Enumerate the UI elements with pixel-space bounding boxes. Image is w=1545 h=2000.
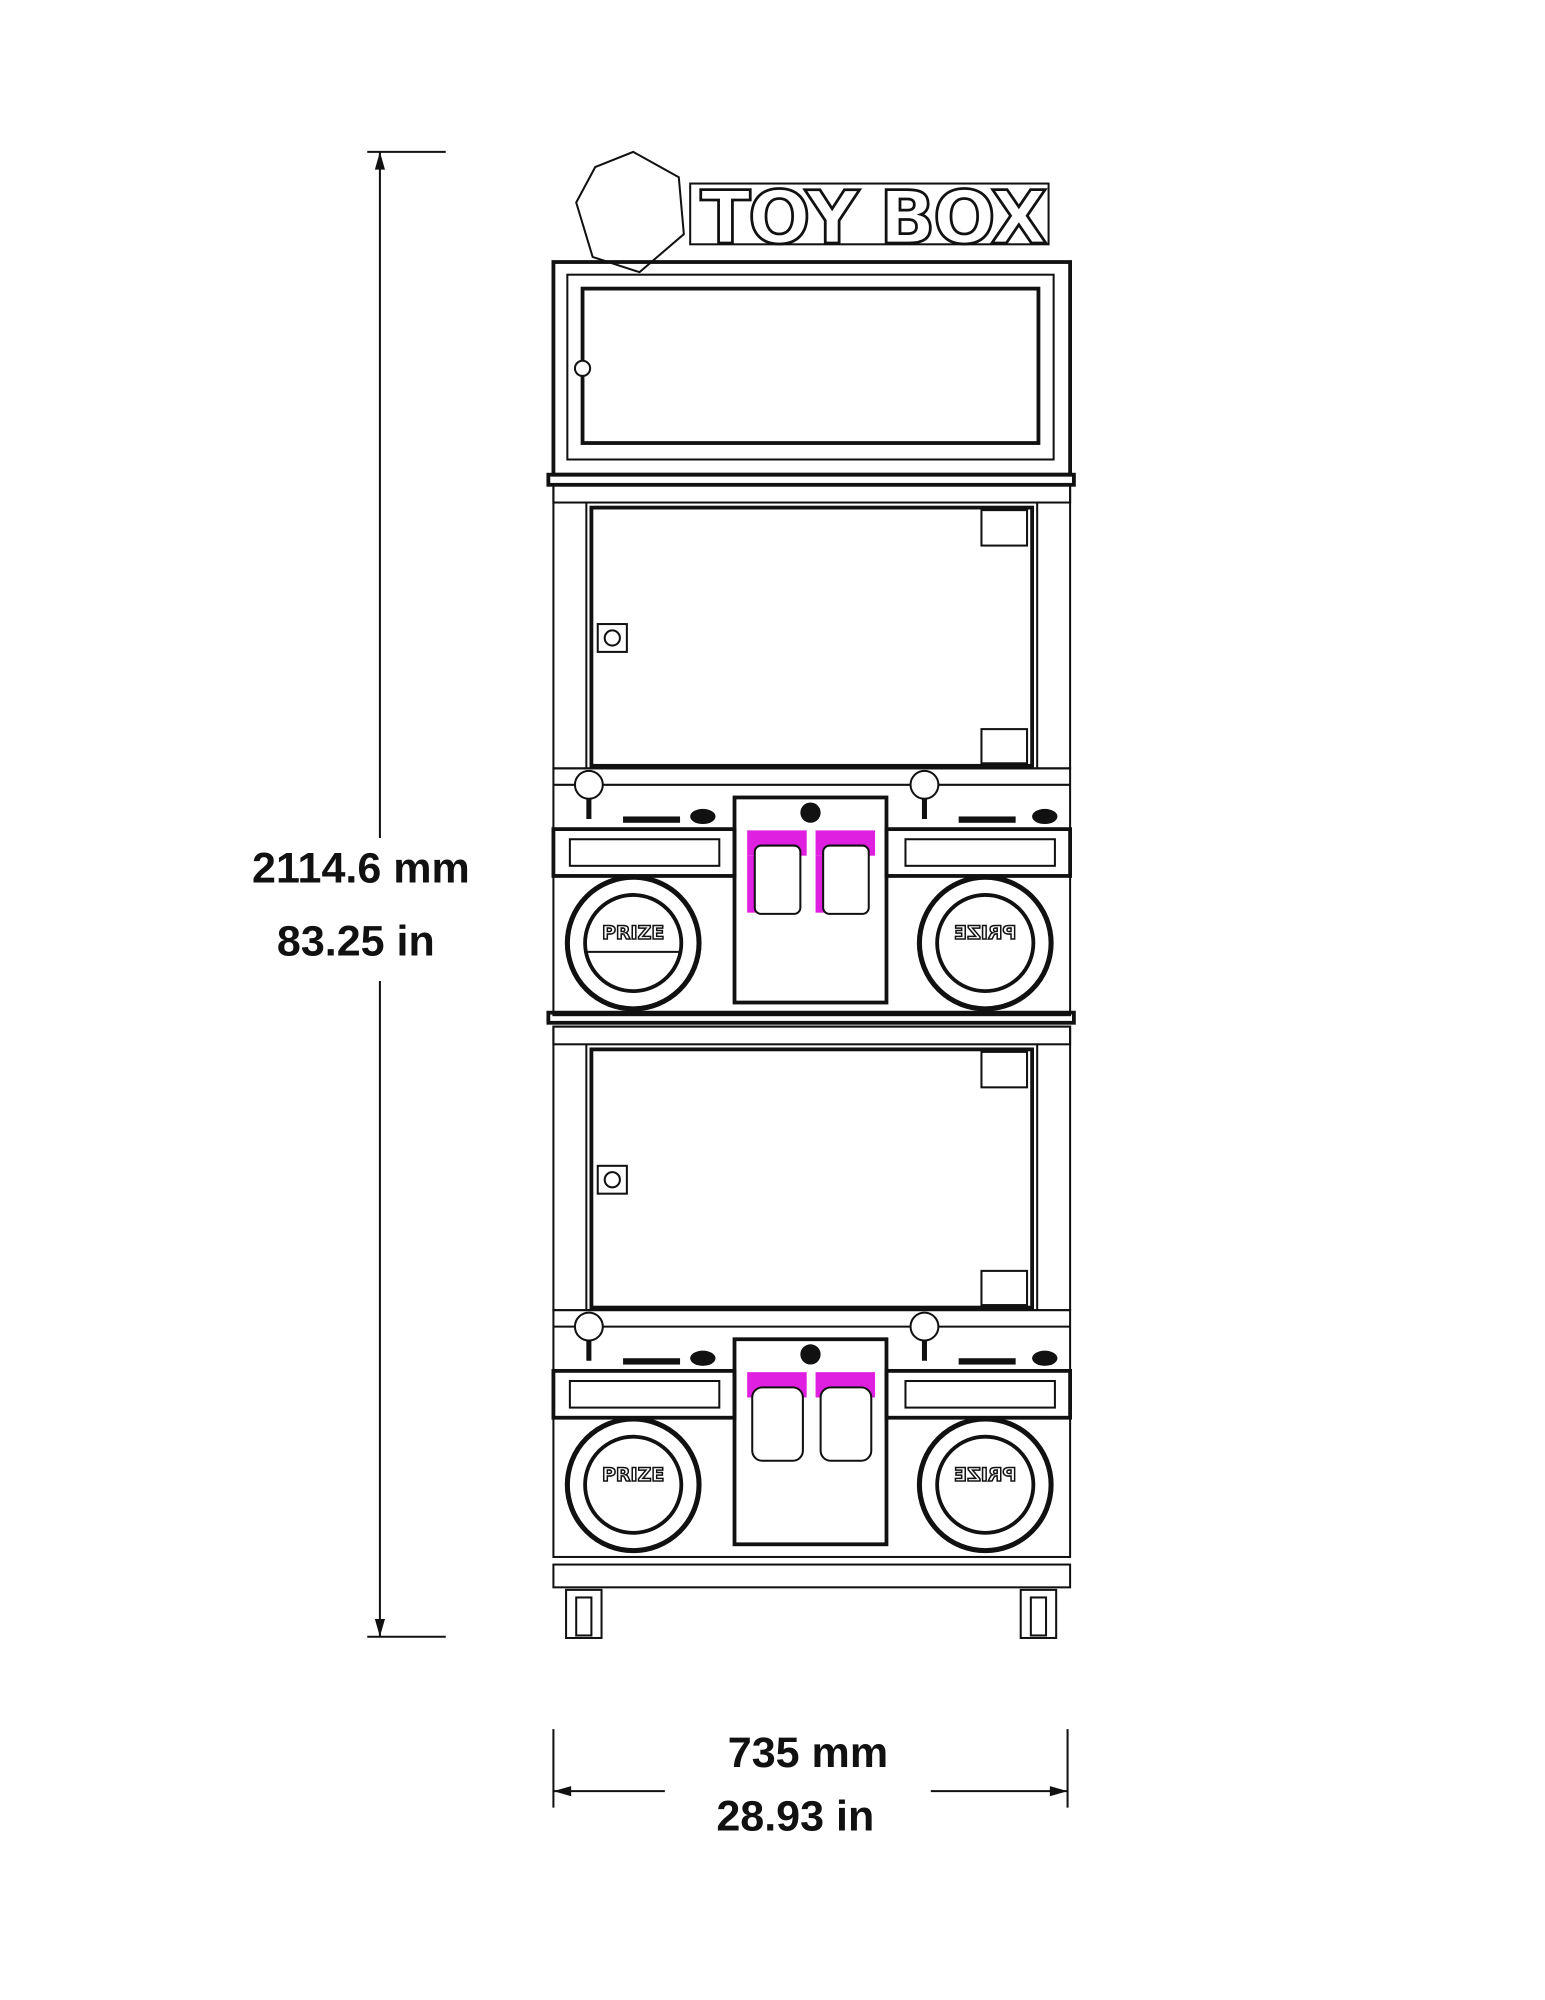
height-mm-label: 2114.6 mm — [252, 844, 470, 892]
lock-icon — [596, 623, 628, 653]
prize-label: PRIZE — [954, 1464, 1016, 1486]
lock-icon — [596, 1164, 628, 1195]
marquee-strip — [904, 1380, 1056, 1409]
marquee-strip — [904, 838, 1056, 867]
prize-chute-right: PRIZE — [916, 874, 1054, 1012]
coin-mechanism — [815, 1372, 876, 1462]
width-in-label: 28.93 in — [716, 1792, 874, 1840]
coin-mechanism — [747, 1372, 807, 1462]
upper-tier: PRIZE PRIZE — [546, 483, 1076, 1025]
prize-chute-left: PRIZE — [564, 1416, 702, 1554]
marquee-strip — [568, 1380, 721, 1409]
width-mm-label: 735 mm — [728, 1729, 888, 1777]
prize-chute-left: PRIZE — [564, 874, 702, 1012]
svg-text:TOY BOX: TOY BOX — [700, 176, 1046, 261]
marquee-strip — [568, 838, 721, 867]
cabinet-section-frame — [552, 1025, 1072, 1312]
prize-label: PRIZE — [602, 922, 664, 944]
coin-door — [732, 1337, 889, 1547]
coin-mechanism — [747, 830, 807, 915]
prize-window — [589, 505, 1035, 768]
joystick-icon — [573, 1311, 604, 1342]
base — [552, 1563, 1072, 1589]
toy-box-logo: TOY BOX — [575, 150, 1051, 274]
prize-label: PRIZE — [954, 922, 1016, 944]
caster-icon — [565, 1588, 603, 1639]
prize-window — [589, 1047, 1035, 1310]
header-panel — [580, 286, 1041, 445]
coin-door — [732, 795, 889, 1005]
caster-icon — [1019, 1588, 1058, 1639]
joystick-icon — [573, 769, 604, 800]
coin-mechanism — [815, 830, 876, 915]
height-dimension-line — [367, 150, 446, 1638]
joystick-icon — [909, 1311, 940, 1342]
prize-chute-right: PRIZE — [916, 1416, 1054, 1554]
lock-icon — [573, 359, 592, 377]
prize-label: PRIZE — [602, 1464, 664, 1486]
height-in-label: 83.25 in — [277, 918, 435, 966]
width-dimension-line — [552, 1729, 1069, 1808]
joystick-icon — [909, 769, 940, 800]
cabinet-section-frame — [552, 483, 1072, 770]
lower-tier: PRIZE PRIZE — [551, 1025, 1073, 1558]
